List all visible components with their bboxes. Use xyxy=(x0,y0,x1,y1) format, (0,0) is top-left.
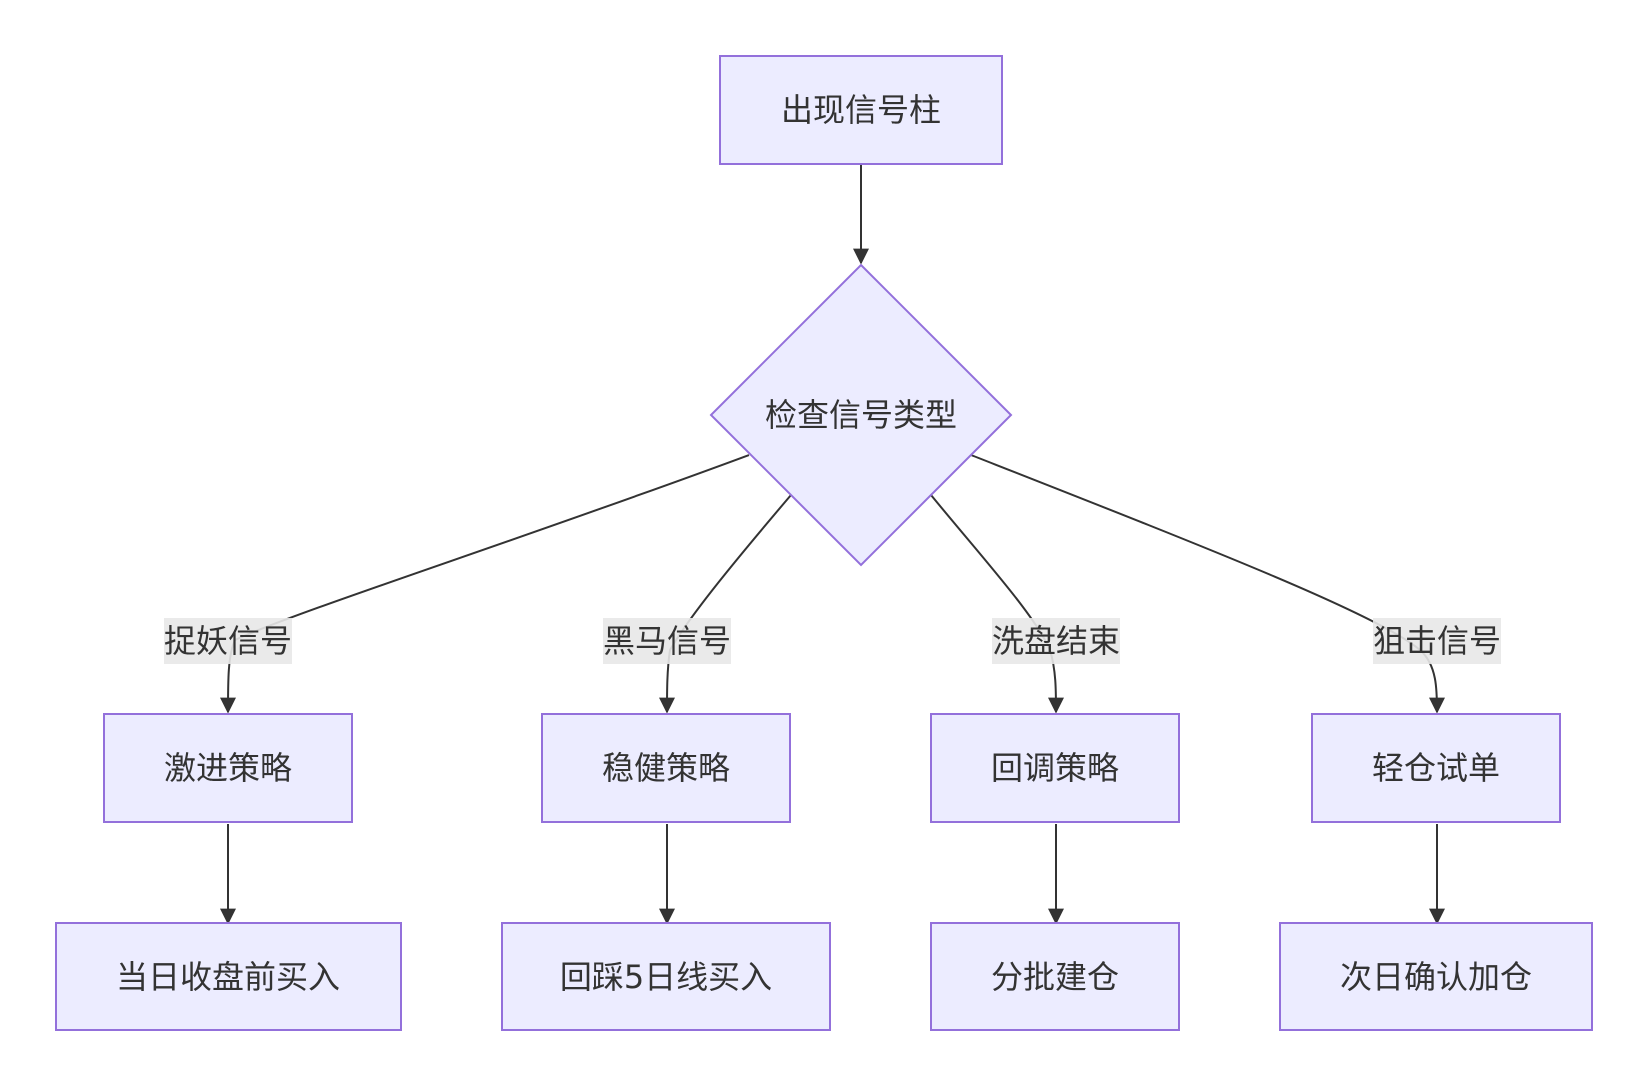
svg-text:出现信号柱: 出现信号柱 xyxy=(781,91,941,129)
edge-check-to-aggressive xyxy=(220,454,750,714)
svg-text:检查信号类型: 检查信号类型 xyxy=(765,396,957,434)
svg-text:稳健策略: 稳健策略 xyxy=(602,749,730,787)
node-check-decision: 检查信号类型 xyxy=(709,263,1013,567)
edge-label-catch-demon: 捉妖信号 xyxy=(164,618,292,664)
nodes: 出现信号柱 检查信号类型 激进策略 稳健策略 回调策略 轻仓试单 当日收盘前买入 xyxy=(55,55,1593,1031)
svg-text:当日收盘前买入: 当日收盘前买入 xyxy=(116,958,340,996)
svg-text:洗盘结束: 洗盘结束 xyxy=(992,622,1120,660)
edge-label-dark-horse: 黑马信号 xyxy=(603,618,731,664)
edge-check-to-pullback xyxy=(930,494,1064,714)
svg-text:回调策略: 回调策略 xyxy=(991,749,1119,787)
svg-text:捉妖信号: 捉妖信号 xyxy=(164,622,292,660)
svg-text:狙击信号: 狙击信号 xyxy=(1373,622,1501,660)
node-buy-before-close: 当日收盘前买入 xyxy=(55,922,402,1031)
node-aggressive: 激进策略 xyxy=(103,713,353,823)
node-buy-on-ma5: 回踩5日线买入 xyxy=(501,922,831,1031)
node-batch-build: 分批建仓 xyxy=(930,922,1180,1031)
node-steady: 稳健策略 xyxy=(541,713,791,823)
node-pullback: 回调策略 xyxy=(930,713,1180,823)
edge-check-to-light xyxy=(970,454,1445,714)
edges xyxy=(220,164,1445,925)
edge-label-sniper: 狙击信号 xyxy=(1373,618,1501,664)
svg-text:轻仓试单: 轻仓试单 xyxy=(1372,749,1500,787)
svg-text:黑马信号: 黑马信号 xyxy=(603,622,731,660)
node-start: 出现信号柱 xyxy=(719,55,1003,165)
node-light: 轻仓试单 xyxy=(1311,713,1561,823)
edge-label-washout-end: 洗盘结束 xyxy=(992,618,1120,664)
svg-text:次日确认加仓: 次日确认加仓 xyxy=(1340,958,1532,996)
edge-check-to-steady xyxy=(659,494,792,714)
svg-text:分批建仓: 分批建仓 xyxy=(991,958,1119,996)
svg-text:激进策略: 激进策略 xyxy=(164,749,292,787)
svg-text:回踩5日线买入: 回踩5日线买入 xyxy=(560,958,772,996)
node-next-day-add: 次日确认加仓 xyxy=(1279,922,1593,1031)
edge-labels: 捉妖信号 黑马信号 洗盘结束 狙击信号 xyxy=(164,618,1501,664)
